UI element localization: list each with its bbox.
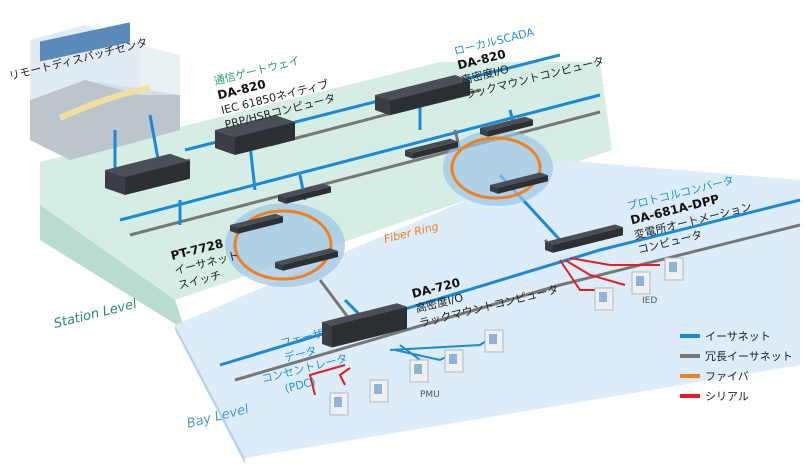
ied-device[interactable]: [594, 287, 614, 311]
legend-item-redundant: 冗長イーサネット: [680, 350, 793, 363]
legend-item-ethernet: イーサネット: [680, 330, 771, 343]
redundant-ethernet-line: [129, 110, 601, 237]
pt-7728-switch[interactable]: [405, 138, 458, 159]
ethernet-line: [248, 144, 257, 191]
dispatch-center: [30, 22, 180, 160]
da-681a-dpp-computer[interactable]: [545, 224, 623, 253]
ied-label: IED: [642, 296, 657, 306]
station-plane-side: [40, 200, 185, 330]
pt-7728-switch[interactable]: [480, 116, 533, 137]
devices: [105, 75, 684, 416]
redundant-ethernet-line: [318, 279, 352, 321]
ethernet-line: [119, 93, 601, 222]
legend-item-fiber: ファイバ: [680, 370, 749, 383]
legend: イーサネット 冗長イーサネット ファイバ シリアル: [680, 330, 793, 403]
serial-line: [564, 259, 626, 286]
pmu-device[interactable]: [444, 349, 464, 373]
fiber-ring-halo-left: [225, 203, 345, 287]
bay-plane: [175, 160, 800, 458]
redundant-ethernet-line: [234, 223, 801, 382]
pt-7728-switch[interactable]: [278, 183, 331, 204]
pmu-label: PMU: [420, 390, 440, 400]
ied-device[interactable]: [664, 257, 684, 281]
pt-7728-switch[interactable]: [490, 172, 548, 194]
da-820-gateway-computer-2[interactable]: [215, 115, 295, 155]
legend-label: シリアル: [705, 390, 749, 403]
legend-item-serial: シリアル: [680, 390, 749, 403]
legend-label: イーサネット: [705, 330, 771, 343]
serial-line: [308, 364, 346, 396]
pmu-device[interactable]: [369, 379, 389, 403]
serial-line: [338, 367, 351, 386]
da-820-scada-computer[interactable]: [375, 75, 470, 116]
serial-line: [569, 257, 660, 266]
fiber-ring-right: [450, 136, 542, 200]
pmu-device[interactable]: [409, 359, 429, 383]
pt-7728-switch[interactable]: [275, 248, 338, 271]
pmu-device[interactable]: [329, 392, 349, 416]
pt-7728-switch[interactable]: [230, 213, 283, 234]
da-820-gateway-computer[interactable]: [105, 153, 190, 195]
fiber-ring-halo-right: [443, 130, 553, 206]
bay-plane-edge: [175, 325, 245, 464]
fiber-ring-left: [233, 209, 333, 281]
legend-label: ファイバ: [705, 370, 749, 383]
station-level-label: Station Level: [52, 297, 138, 332]
station-plane: [40, 62, 612, 300]
legend-label: 冗長イーサネット: [705, 350, 793, 363]
serial-line: [559, 259, 600, 291]
ied-device[interactable]: [631, 271, 651, 295]
pmu-device[interactable]: [484, 329, 504, 353]
da-720-computer[interactable]: [322, 303, 407, 348]
